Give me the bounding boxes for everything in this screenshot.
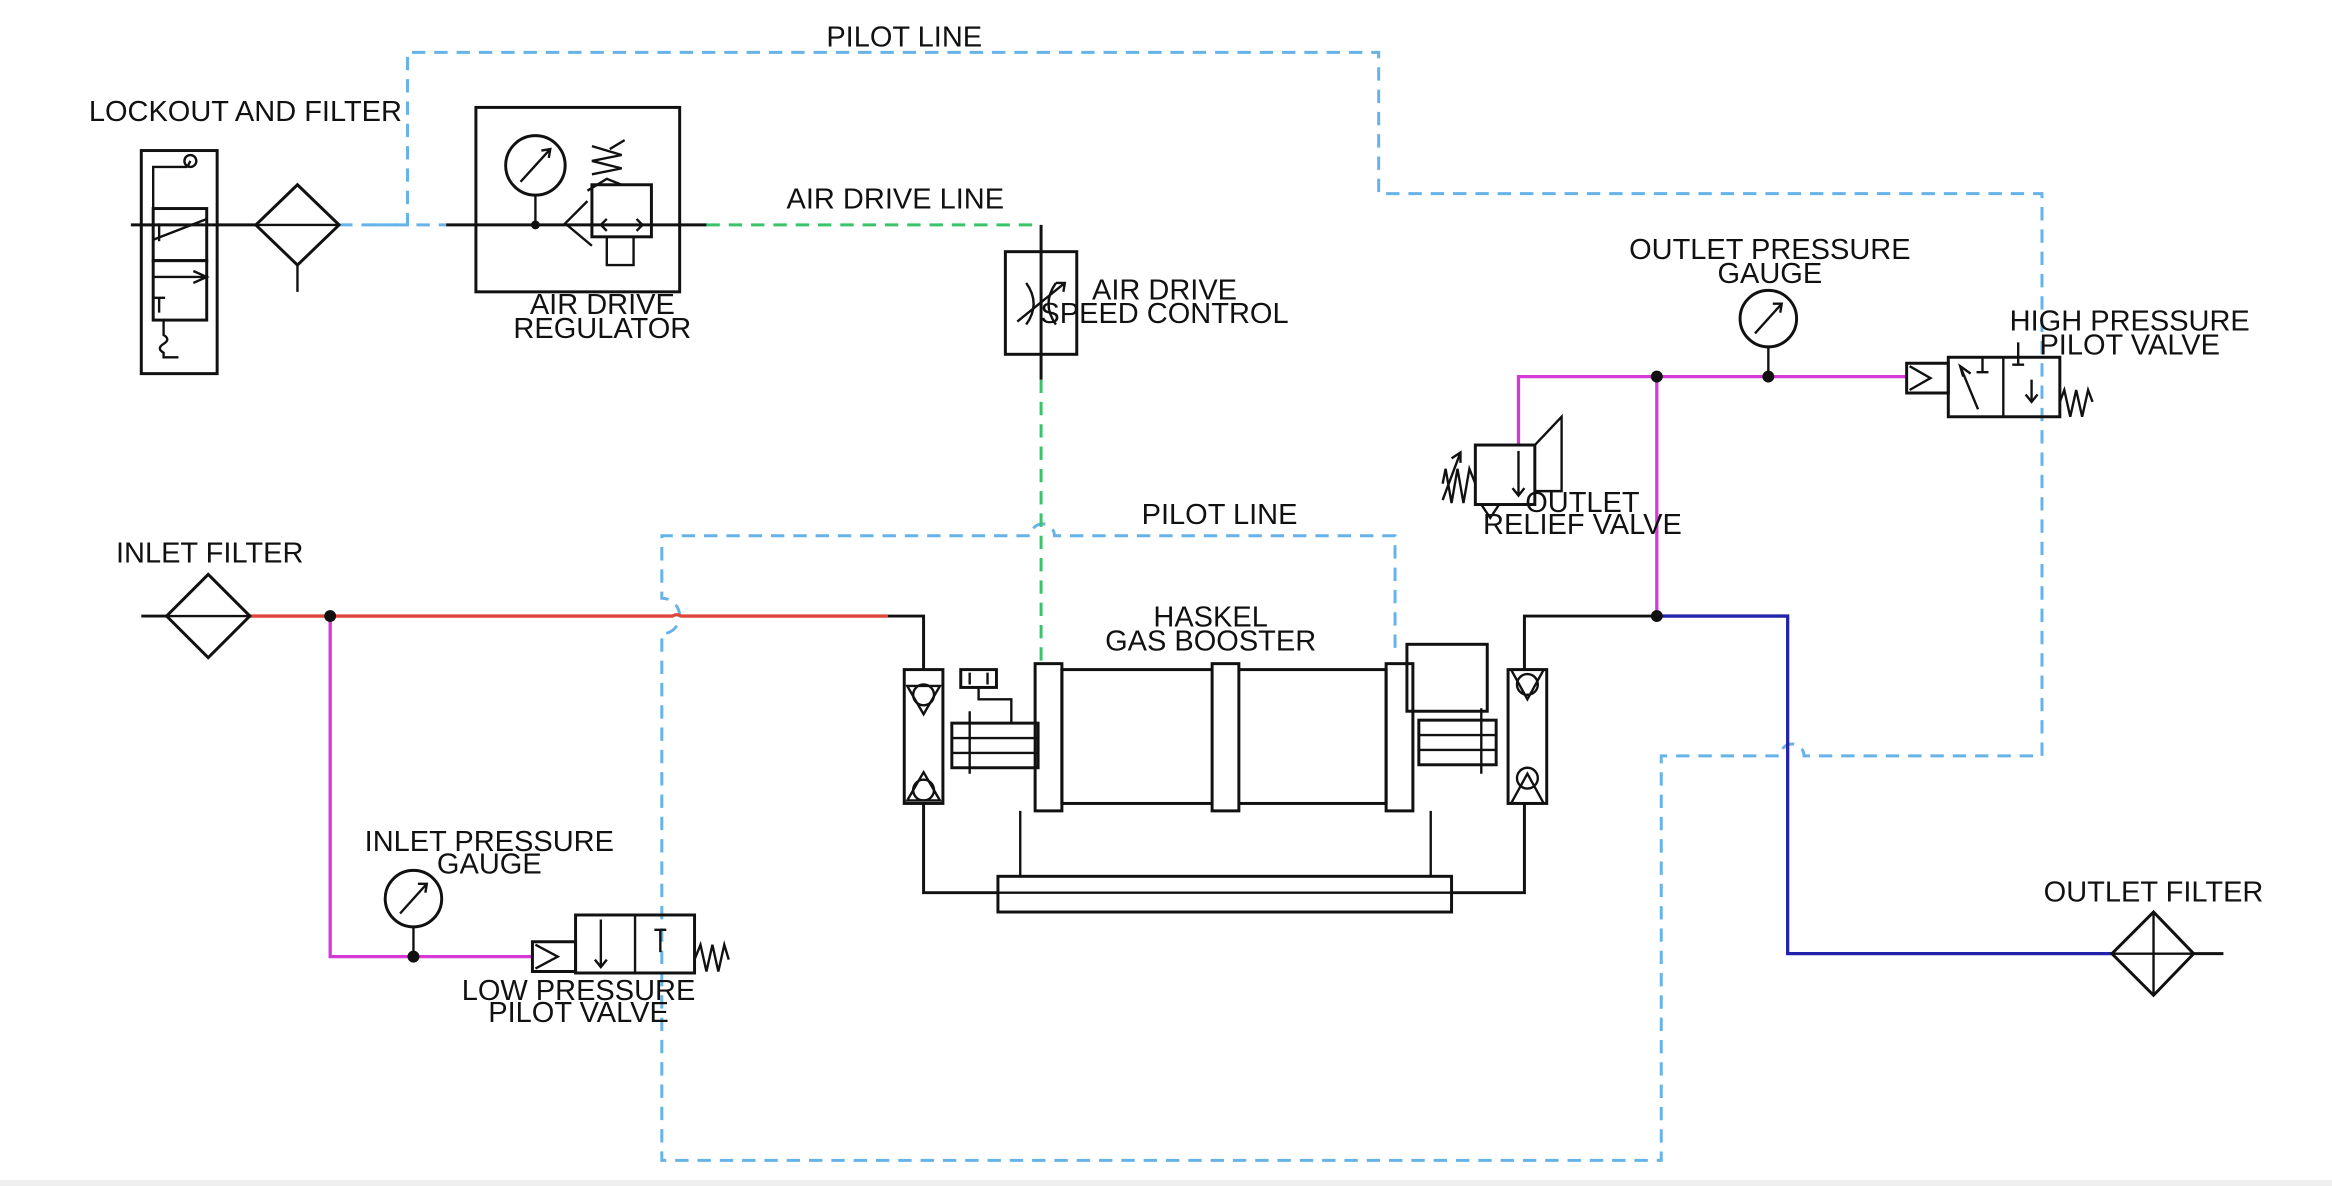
low-pressure-pilot-valve-label-1: LOW PRESSURE [462,975,696,1007]
outlet-pressure-gauge-label-1: OUTLET PRESSURE [1629,234,1910,266]
high-pressure-pilot-supply-line [1516,374,1907,617]
outlet-pressure-gauge-symbol [1738,288,1799,377]
bottom-edge-strip [0,1180,2332,1186]
outlet-line [1656,614,2112,956]
high-pressure-pilot-valve-label-1: HIGH PRESSURE [2010,306,2250,338]
air-drive-speed-control-label-2: SPEED CONTROL [1040,298,1288,330]
inlet-pressure-gauge-symbol [383,868,444,957]
air-drive-speed-control-label-1: AIR DRIVE [1092,274,1237,306]
high-pressure-pilot-valve-label-2: PILOT VALVE [2039,329,2220,361]
junction-dot [1650,370,1663,383]
booster-inlet-connection [887,614,926,670]
booster-outlet-connection [1522,614,1657,670]
pilot-line-mid-label: PILOT LINE [1142,499,1298,531]
air-drive-regulator-label-1: AIR DRIVE [530,289,675,321]
low-pressure-pilot-supply-line [328,616,533,959]
junction-dot [324,610,337,623]
low-pressure-pilot-valve-label-2: PILOT VALVE [488,997,669,1029]
outlet-relief-valve-symbol [1441,413,1563,521]
outlet-filter-symbol [2109,909,2196,998]
outlet-relief-valve-label-1: OUTLET [1525,487,1640,519]
outlet-relief-valve-label-2: RELIEF VALVE [1483,509,1682,541]
air-drive-line-label: AIR DRIVE LINE [787,184,1005,216]
lockout-filter-label: LOCKOUT AND FILTER [89,96,402,128]
air-drive-regulator-symbol [474,105,682,294]
haskel-gas-booster-label-2: GAS BOOSTER [1105,625,1316,657]
inlet-filter-symbol [164,572,252,660]
high-pressure-pilot-valve-symbol [1905,342,2094,419]
junction-dot [1650,610,1663,623]
lockout-filter-symbol [253,182,342,292]
inlet-line [249,613,888,618]
air-drive-line [706,223,1043,663]
lockout-valve-symbol [139,149,219,376]
air-drive-regulator-label-2: REGULATOR [513,313,691,345]
haskel-gas-booster-label-1: HASKEL [1153,601,1267,633]
inlet-filter-label: INLET FILTER [116,538,303,570]
haskel-gas-booster-symbol [902,642,1549,914]
outlet-pressure-gauge-label-2: GAUGE [1717,258,1822,290]
inlet-pressure-gauge-label-1: INLET PRESSURE [365,826,614,858]
pilot-line-top-label: PILOT LINE [826,21,982,53]
inlet-pressure-gauge-label-2: GAUGE [437,848,542,880]
low-pressure-pilot-valve-symbol [530,913,730,975]
outlet-filter-label: OUTLET FILTER [2044,877,2264,909]
air-drive-speed-control-symbol [1003,250,1079,356]
